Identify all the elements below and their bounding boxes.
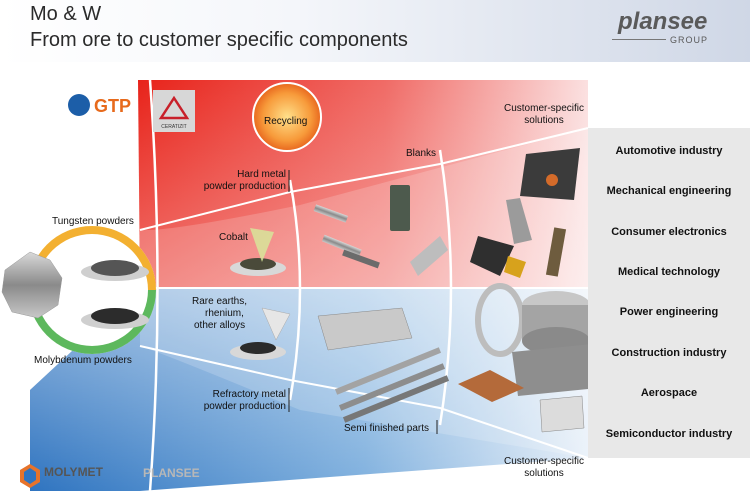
plansee-logo-group: GROUP xyxy=(670,35,709,45)
blanks-label: Blanks xyxy=(406,148,437,159)
blank-finned-block xyxy=(390,185,410,231)
gtp-mark-icon xyxy=(68,94,90,116)
hard-metal-label-line1: Hard metal xyxy=(237,169,286,180)
molymet-logo-text: MOLYMET xyxy=(44,465,103,479)
fan-edge-bottom xyxy=(139,345,589,459)
plansee-bottom-logo: PLANSEE xyxy=(143,466,200,480)
ceratizit-logo-text: CERATIZIT xyxy=(161,124,186,130)
separator-curve-1 xyxy=(148,79,159,491)
cobalt-pile xyxy=(240,258,276,270)
industries-panel xyxy=(588,128,750,458)
blank-rods xyxy=(313,204,380,269)
customer-specific-top-line2: solutions xyxy=(524,115,564,126)
customer-specific-bottom-line2: solutions xyxy=(524,468,564,479)
rare-earths-label-line3: other alloys xyxy=(194,320,246,331)
electrode-part xyxy=(458,370,524,402)
hard-metal-label-line2: powder production xyxy=(203,181,286,192)
rare-earth-pile xyxy=(240,342,276,354)
cobalt-label: Cobalt xyxy=(219,232,248,243)
separator-curve-2 xyxy=(288,179,302,401)
semi-finished-parts-label: Semi finished parts xyxy=(344,423,430,434)
semi-rods xyxy=(334,347,450,423)
drill-tool xyxy=(506,198,532,244)
industry-aerospace: Aerospace xyxy=(640,387,698,399)
plate-part xyxy=(512,344,598,396)
molymet-mark-icon xyxy=(20,464,40,488)
tungsten-powders-label: Tungsten powders xyxy=(52,216,134,227)
tungsten-fan-shade xyxy=(138,80,588,288)
recycling-label: Recycling xyxy=(264,116,308,127)
header-banner xyxy=(0,0,750,62)
plansee-group-logo: plansee GROUP xyxy=(612,6,738,50)
blank-wedge xyxy=(410,236,448,276)
refractory-label-line2: powder production xyxy=(203,401,286,412)
separator-curve-3 xyxy=(438,149,453,426)
industry-construction: Construction industry xyxy=(611,347,727,359)
insert-square xyxy=(520,148,580,200)
recycling-circle xyxy=(252,82,322,152)
ore-nugget xyxy=(1,251,63,319)
plansee-logo-rule xyxy=(612,39,666,40)
industry-consumer-electronics: Consumer electronics xyxy=(611,226,727,238)
customer-specific-top-line1: Customer-specific xyxy=(503,103,585,114)
insert-triangle xyxy=(470,236,514,276)
industry-power-engineering: Power engineering xyxy=(619,306,719,318)
industry-mechanical-engineering: Mechanical engineering xyxy=(606,185,732,197)
page-title-line-2: From ore to customer specific components xyxy=(30,29,408,51)
insert-hole xyxy=(546,174,558,186)
gtp-logo-text: GTP xyxy=(94,96,132,116)
gold-insert xyxy=(504,256,526,278)
industry-medical-technology: Medical technology xyxy=(617,266,721,278)
industry-semiconductor: Semiconductor industry xyxy=(605,428,733,440)
fan-edge-top xyxy=(139,127,589,231)
plansee-logo-text: plansee xyxy=(618,8,708,35)
process-diagram xyxy=(1,79,598,491)
ceratizit-logo: CERATIZIT xyxy=(153,90,195,132)
ceratizit-mark-icon: CERATIZIT xyxy=(158,95,190,130)
rare-earths-label-line1: Rare earths, xyxy=(192,296,248,307)
page-title-line-1: Mo & W xyxy=(30,3,102,25)
fan-highlight xyxy=(140,128,588,458)
cobalt-scoop xyxy=(250,228,274,262)
customer-specific-bottom-line1: Customer-specific xyxy=(503,456,585,467)
rare-earth-scoop xyxy=(261,307,291,341)
semi-sheet xyxy=(317,307,413,351)
refractory-label-line1: Refractory metal xyxy=(212,389,286,400)
industry-automotive: Automotive industry xyxy=(615,145,723,157)
end-mill xyxy=(545,227,567,277)
gtp-logo: GTP xyxy=(68,94,138,120)
rare-earths-label-line2: rhenium, xyxy=(205,308,244,319)
housing-part xyxy=(539,395,585,433)
tungsten-powder-pile xyxy=(91,260,139,276)
molybdenum-powder-pile xyxy=(91,308,139,324)
molybdenum-powders-label: Molybdenum powders xyxy=(34,355,132,366)
